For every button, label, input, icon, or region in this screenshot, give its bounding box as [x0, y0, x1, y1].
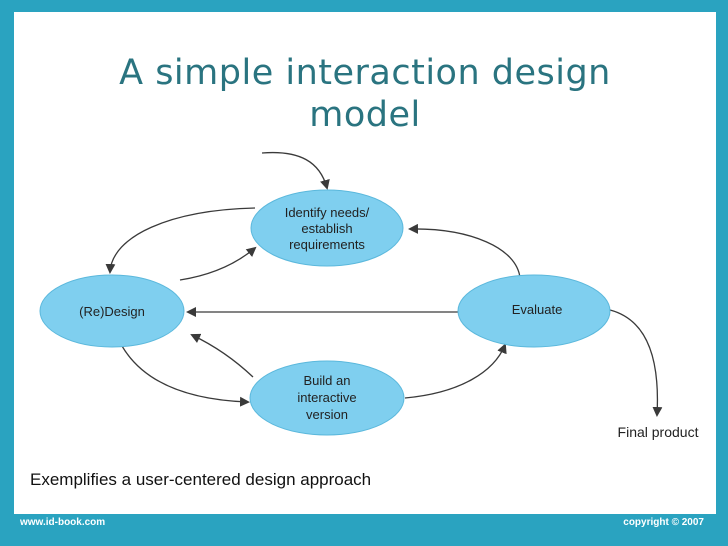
- arrow-evaluate-to-identify: [408, 223, 521, 279]
- evaluate-label: Evaluate: [512, 302, 563, 317]
- slide-title: A simple interaction design model: [14, 52, 716, 136]
- identify-label-1: Identify needs/: [285, 205, 370, 220]
- node-identify: Identify needs/ establish requirements: [250, 189, 404, 267]
- footer-website: www.id-book.com: [20, 517, 106, 528]
- title-line-2: model: [309, 95, 421, 135]
- build-label-1: Build an: [304, 373, 351, 388]
- identify-label-3: requirements: [289, 237, 365, 252]
- arrow-evaluate-to-final: [609, 309, 663, 417]
- footer-copyright: copyright © 2007: [623, 517, 704, 528]
- arrow-build-to-evaluate: [404, 343, 507, 399]
- arrow-redesign-to-build: [121, 345, 250, 407]
- build-label-3: version: [306, 407, 348, 422]
- arrow-build-to-redesign: [190, 333, 254, 378]
- final-product-label: Final product: [618, 424, 699, 440]
- arrow-identify-to-redesign: [105, 207, 256, 274]
- redesign-label: (Re)Design: [79, 304, 145, 319]
- connectors: [105, 151, 663, 417]
- arrow-entry-to-identify: [261, 151, 330, 190]
- identify-label-2: establish: [301, 221, 352, 236]
- node-evaluate: Evaluate: [457, 274, 611, 348]
- slide-caption: Exemplifies a user-centered design appro…: [30, 470, 372, 489]
- build-label-2: interactive: [297, 390, 356, 405]
- node-build: Build an interactive version: [249, 360, 405, 436]
- node-redesign: (Re)Design: [39, 274, 185, 348]
- title-line-1: A simple interaction design: [119, 53, 611, 93]
- arrow-redesign-to-identify: [179, 246, 257, 281]
